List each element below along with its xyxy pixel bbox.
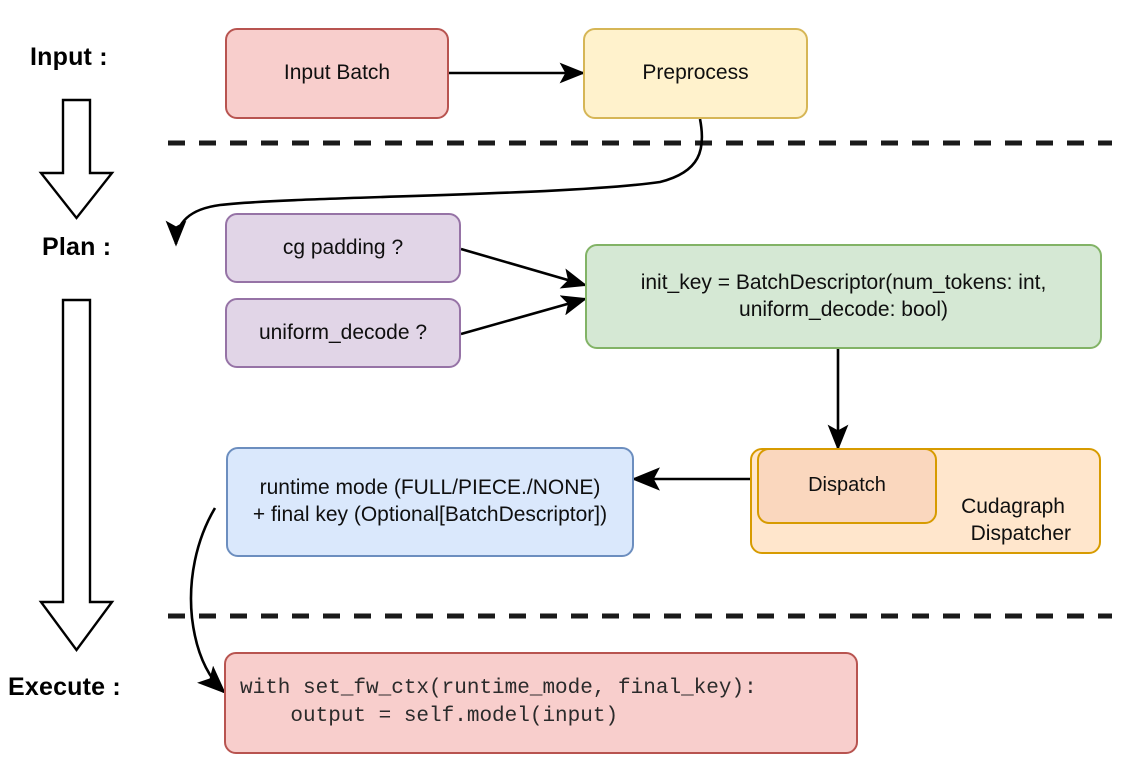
node-execute-code-line1: with set_fw_ctx(runtime_mode, final_key)… [240,676,757,700]
node-runtime-mode-line1: runtime mode (FULL/PIECE./NONE) [259,476,601,500]
node-init-key[interactable]: init_key = BatchDescriptor(num_tokens: i… [585,244,1102,349]
node-init-key-line1: init_key = BatchDescriptor(num_tokens: i… [640,270,1047,294]
stage-label-plan: Plan : [42,233,112,261]
stage-label-execute: Execute : [8,673,121,701]
node-uniform-decode[interactable]: uniform_decode ? [225,298,461,368]
node-cudagraph-dispatcher-line1: Cudagraph [961,495,1065,519]
node-dispatch-label: Dispatch [808,474,886,497]
node-cg-padding-label: cg padding ? [282,235,404,259]
edge-decode-to-initkey [460,295,588,336]
node-uniform-decode-label: uniform_decode ? [258,320,428,344]
edge-padding-to-initkey [460,247,588,289]
node-runtime-mode[interactable]: runtime mode (FULL/PIECE./NONE) + final … [226,447,634,557]
node-cudagraph-dispatcher-line2: Dispatcher [970,522,1071,546]
node-preprocess-label: Preprocess [642,61,749,85]
node-cg-padding[interactable]: cg padding ? [225,213,461,283]
node-init-key-line2: uniform_decode: bool) [739,297,948,321]
node-execute-code[interactable]: with set_fw_ctx(runtime_mode, final_key)… [224,652,858,754]
node-dispatch[interactable]: Dispatch [757,448,937,524]
stage-label-input: Input : [30,43,108,71]
node-execute-code-line2: output = self.model(input) [240,705,619,728]
plan-to-execute-arrow [38,298,115,653]
node-input-batch[interactable]: Input Batch [225,28,449,119]
node-preprocess[interactable]: Preprocess [583,28,808,119]
node-runtime-mode-line2: + final key (Optional[BatchDescriptor]) [252,503,608,526]
input-to-plan-arrow [38,98,115,220]
node-input-batch-label: Input Batch [283,61,391,85]
edge-runtime-to-execute [189,507,226,694]
